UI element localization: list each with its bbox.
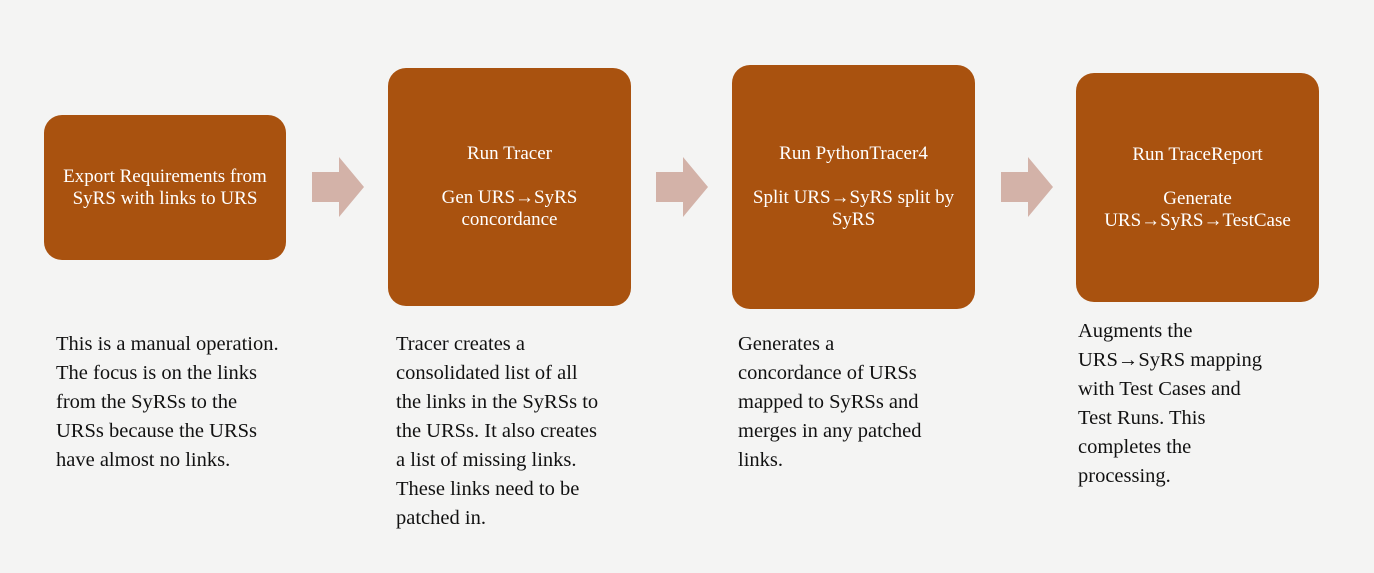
arrow-right-2 — [656, 157, 708, 217]
step-4-box: Run TraceReport Generate URS→SyRS→TestCa… — [1076, 73, 1319, 302]
step-4-subtitle: Generate URS→SyRS→TestCase — [1104, 187, 1291, 231]
step-4-title: Run TraceReport — [1132, 143, 1263, 165]
step-3-subtitle: Split URS→SyRS split by SyRS — [752, 187, 955, 230]
step-2-box: Run Tracer Gen URS→SyRS concordance — [388, 68, 631, 306]
step-3-description: Generates a concordance of URSs mapped t… — [738, 333, 922, 471]
step-2-description: Tracer creates a consolidated list of al… — [396, 333, 599, 529]
step-4-description: Augments the URS→SyRS mapping with Test … — [1078, 320, 1262, 487]
arrow-right-1 — [312, 157, 364, 217]
step-1-title: Export Requirements from SyRS with links… — [63, 165, 267, 209]
step-1-description: This is a manual operation. The focus is… — [56, 333, 279, 471]
step-2-subtitle: Gen URS→SyRS concordance — [441, 187, 578, 230]
step-3-title: Run PythonTracer4 — [779, 143, 928, 164]
step-1-box: Export Requirements from SyRS with links… — [44, 115, 286, 260]
step-2-title: Run Tracer — [467, 143, 552, 164]
step-3-box: Run PythonTracer4 Split URS→SyRS split b… — [732, 65, 975, 309]
arrow-right-3 — [1001, 157, 1053, 217]
